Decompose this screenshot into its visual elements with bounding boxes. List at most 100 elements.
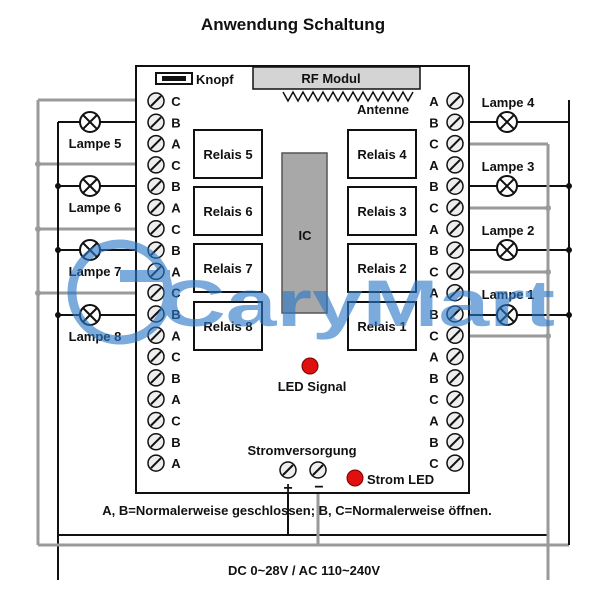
right-terminal-letter: A [429,286,439,301]
power-terminals [279,461,327,479]
right-terminal-letter: A [429,222,439,237]
left-terminal-letter: A [171,201,181,216]
left-terminal-screw [147,177,165,195]
lamp-3-icon [496,175,518,197]
left-terminal-screw [147,433,165,451]
led-signal-label: LED Signal [278,379,347,394]
ic-label: IC [299,228,313,243]
lamp-5-label: Lampe 5 [69,136,122,151]
left-terminal-screw [147,220,165,238]
right-terminal-screw [446,305,464,323]
right-terminal-screw [446,347,464,366]
lamp-1-label: Lampe 1 [482,287,535,302]
left-terminal-screw [147,369,165,387]
strom-led-label: Strom LED [367,472,434,487]
rf-module [252,66,421,90]
power-wires [36,100,570,580]
right-terminal-screw [446,220,464,238]
right-terminal-screw [446,92,464,110]
right-terminal-screw [446,198,464,217]
right-terminal-screw [446,411,464,430]
right-terminal-letter: A [429,94,439,109]
left-terminal-letter: C [171,286,181,301]
relais-5-label: Relais 5 [203,147,252,162]
strom-led [346,469,364,487]
lamp-6-icon [79,175,101,197]
right-terminal-screw [446,156,464,174]
left-terminal-screw [147,390,165,408]
right-terminal-letter: C [429,456,439,471]
right-terminal-screw [446,134,464,153]
relais-4-box [347,129,417,179]
right-terminal-letter: B [429,307,438,322]
carymart-watermark: CaryMart [67,239,555,345]
right-terminal-screw [446,113,464,132]
left-terminal-screws [147,92,165,472]
left-terminal-screw [147,92,165,110]
lamp-2-icon [496,239,518,261]
left-terminal-letter: C [171,222,181,237]
right-terminal-letter: C [429,264,439,279]
left-terminal-letter: C [171,414,181,429]
right-terminal-letter: A [429,350,439,365]
relais-4-label: Relais 4 [357,147,407,162]
left-terminal-screw [147,156,165,174]
right-terminal-screw [446,177,464,195]
left-terminal-letter: A [171,456,181,471]
relais-5-box [193,129,263,179]
minus-sign: − [314,479,323,496]
lamp-6-label: Lampe 6 [69,200,122,215]
right-terminal-screw [446,262,464,281]
right-terminal-screw [446,283,464,302]
right-terminal-letter: B [429,115,438,130]
relais-1-box [347,301,417,351]
lamp-2-label: Lampe 2 [482,223,535,238]
left-terminal-screw [147,198,165,217]
left-terminal-letter: B [171,435,180,450]
left-terminal-screw [147,113,165,132]
left-terminal-letter: A [171,264,181,279]
right-terminal-letter: C [429,201,439,216]
right-terminal-screws [446,92,464,472]
relais-1-label: Relais 1 [357,319,406,334]
left-terminal-screw [147,454,165,472]
right-terminal-screw [446,369,464,387]
lamp-3-label: Lampe 3 [482,159,535,174]
right-terminal-letter: B [429,243,438,258]
left-terminal-screw [147,347,165,366]
relais-7-label: Relais 7 [203,261,252,276]
lamp-5-icon [79,111,101,133]
relais-6-label: Relais 6 [203,204,252,219]
left-terminal-letter: A [171,392,181,407]
relais-7-box [193,243,263,293]
relais-2-box [347,243,417,293]
left-terminal-letter: A [171,328,181,343]
lamp-1-icon [496,304,518,326]
relais-3-box [347,186,417,236]
watermark-text: CaryMart [160,266,555,340]
lamp-4-icon [496,111,518,133]
supply-voltage-label: DC 0~28V / AC 110~240V [228,563,380,578]
relays: Relais 5 Relais 4 Relais 6 Relais 3 Rela… [193,129,417,351]
right-terminal-letter: B [429,435,438,450]
knopf-button [155,72,193,85]
led-signal [301,357,319,375]
right-terminal-letter: A [429,414,439,429]
right-terminal-screw [446,433,464,451]
knopf-label: Knopf [196,72,234,87]
right-terminal-screw [446,326,464,345]
stromversorgung-label: Stromversorgung [247,443,356,458]
left-terminal-letter: C [171,158,181,173]
left-terminal-letter: B [171,307,180,322]
relais-8-box [193,301,263,351]
rf-module-label: RF Modul [301,71,360,86]
left-terminal-letter: B [171,179,180,194]
right-terminal-letter: B [429,179,438,194]
contact-note: A, B=Normalerweise geschlossen; B, C=Nor… [102,503,491,518]
right-terminal-screw [446,241,464,259]
ic-chip [281,152,328,314]
right-terminal-letter: A [429,158,439,173]
